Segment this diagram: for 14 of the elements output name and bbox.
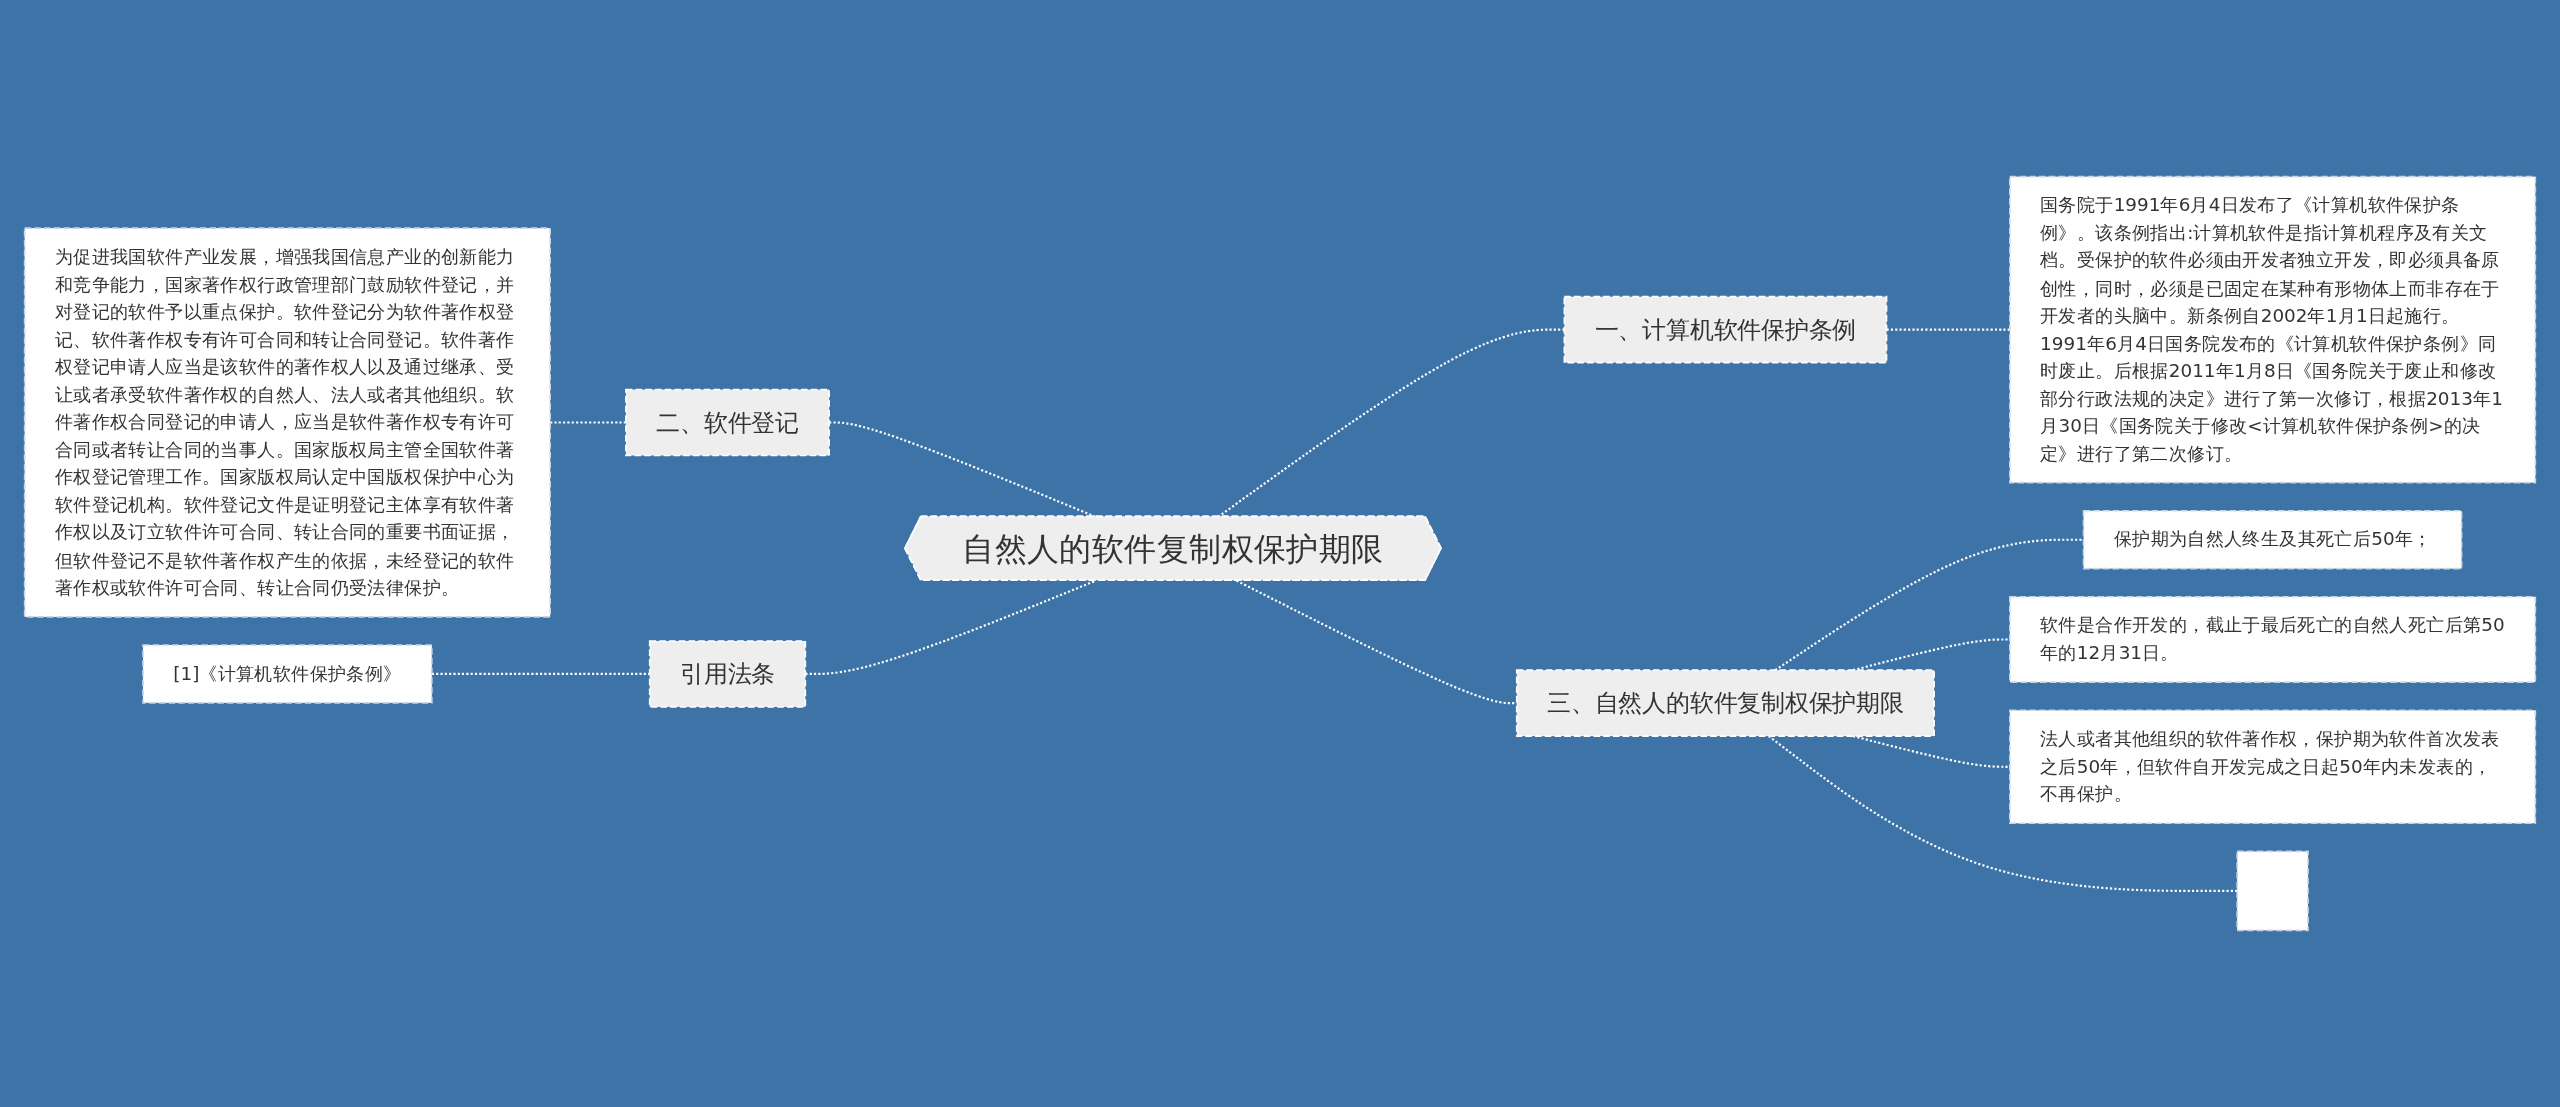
node-box [2236, 850, 2309, 932]
node-box: 国务院于1991年6月4日发布了《计算机软件保护条例》。该条例指出:计算机软件是指计算机程序及有关文档。受保护的软件必须由开发者独立开发，即必须具备原创性，同时，必须是已固定在某种有形物体上而非存在于开发者的头脑中。新条例自2002年1月1日起施行。1991年6月4日国务院发布的《计算机软件保护条例》同时废止。后根据2011年1月8日《国务院关于废止和修改部分行政法规的决定》进行了第一次修订，根据2013年1月30日《国务院关于修改<计算机软件保护条例>的决定》进行了第二次修订。 [2009, 175, 2537, 484]
node-box: 引用法条 [648, 640, 807, 708]
node-box: 法人或者其他组织的软件著作权，保护期为软件首次发表之后50年，但软件自开发完成之日起50年内未发表的，不再保护。 [2009, 709, 2537, 825]
node-box: 软件是合作开发的，截止于最后死亡的自然人死亡后第50年的12月31日。 [2009, 595, 2537, 683]
node-box: [1]《计算机软件保护条例》 [142, 644, 433, 704]
node-box: 为促进我国软件产业发展，增强我国信息产业的创新能力和竞争能力，国家著作权行政管理部门鼓励软件登记，并对登记的软件予以重点保护。软件登记分为软件著作权登记、软件著作权专有许可合同和转让合同登记。软件著作权登记申请人应当是该软件的著作权人以及通过继承、受让或者承受软件著作权的自然人、法人或者其他组织。软件著作权合同登记的申请人，应当是软件著作权专有许可合同或者转让合同的当事人。国家版权局主管全国软件著作权登记管理工作。国家版权局认定中国版权保护中心为软件登记机构。软件登记文件是证明登记主体享有软件著作权以及订立软件许可合同、转让合同的重要书面证据，但软件登记不是软件著作权产生的依据，未经登记的软件著作权或软件许可合同、转让合同仍受法律保护。 [23, 227, 551, 618]
node-box: 保护期为自然人终生及其死亡后50年； [2082, 510, 2463, 570]
connector [1236, 579, 1517, 705]
node-box: 一、计算机软件保护条例 [1563, 295, 1888, 364]
node-box: 二、软件登记 [625, 388, 830, 457]
node-box: 三、自然人的软件复制权保护期限 [1515, 669, 1935, 737]
connector [1852, 638, 2010, 672]
connector [1774, 538, 2084, 672]
